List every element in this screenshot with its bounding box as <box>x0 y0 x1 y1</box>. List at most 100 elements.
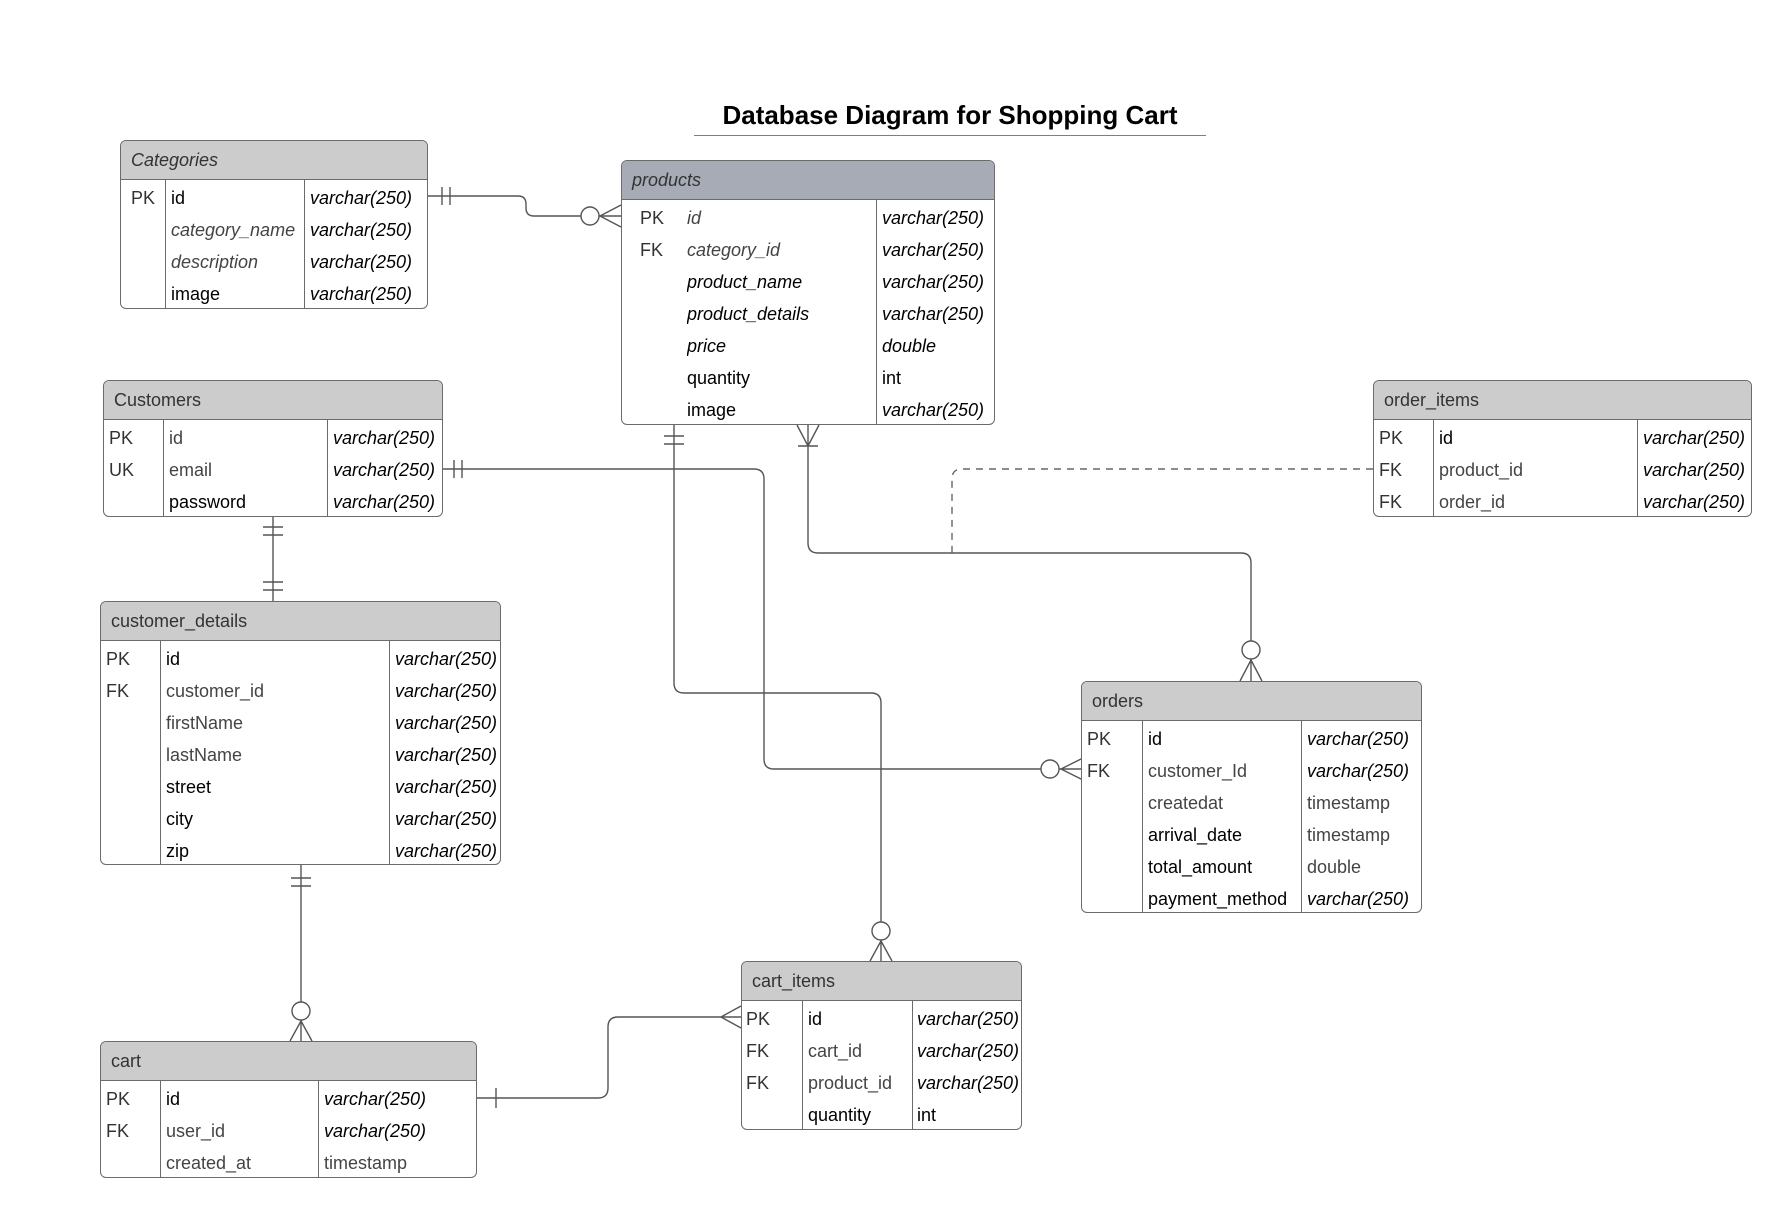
table-header: order_items <box>1374 381 1751 420</box>
type-cell: varchar(250) <box>395 777 498 797</box>
key-cell <box>640 298 676 330</box>
field-cell: customer_Id <box>1148 761 1248 781</box>
type-cell: varchar(250) <box>310 252 413 272</box>
rel-orderitems-dashed <box>951 468 1373 553</box>
key-cell: PK <box>106 649 131 669</box>
type-cell: varchar(250) <box>1307 761 1410 781</box>
type-cell: timestamp <box>1307 793 1391 813</box>
key-cell: FK <box>746 1041 770 1061</box>
table-row: createdat timestamp <box>1082 787 1421 819</box>
key-cell <box>131 278 161 308</box>
key-cell: UK <box>109 460 135 480</box>
type-cell: varchar(250) <box>1643 492 1746 512</box>
field-cell: product_details <box>687 304 810 324</box>
key-cell: FK <box>106 1121 130 1141</box>
table-row: PK id varchar(250) <box>622 202 994 234</box>
table-header: cart_items <box>742 962 1021 1001</box>
table-categories[interactable]: Categories PK id varchar(250) category_n… <box>120 140 428 309</box>
table-row: lastName varchar(250) <box>101 739 500 771</box>
type-cell: varchar(250) <box>395 649 498 669</box>
key-cell <box>106 803 156 835</box>
field-cell: firstName <box>166 713 244 733</box>
key-cell: FK <box>1087 761 1111 781</box>
type-cell: varchar(250) <box>1307 729 1410 749</box>
table-cart-items[interactable]: cart_items PK id varchar(250) FK cart_id… <box>741 961 1022 1130</box>
table-header: Customers <box>104 381 442 420</box>
field-cell: customer_id <box>166 681 265 701</box>
field-cell: email <box>169 460 213 480</box>
rel-cart-cartitems <box>477 1016 741 1099</box>
field-cell: createdat <box>1148 793 1224 813</box>
type-cell: varchar(250) <box>882 304 985 324</box>
table-order-items[interactable]: order_items PK id varchar(250) FK produc… <box>1373 380 1752 517</box>
table-header: products <box>622 161 994 200</box>
table-cart[interactable]: cart PK id varchar(250) FK user_id varch… <box>100 1041 477 1178</box>
field-cell: description <box>171 252 259 272</box>
table-row: street varchar(250) <box>101 771 500 803</box>
table-row: FK customer_id varchar(250) <box>101 675 500 707</box>
table-customers[interactable]: Customers PK id varchar(250) UK email va… <box>103 380 443 517</box>
table-row: FK customer_Id varchar(250) <box>1082 755 1421 787</box>
key-cell: FK <box>1379 492 1403 512</box>
field-cell: product_id <box>1439 460 1524 480</box>
table-row: arrival_date timestamp <box>1082 819 1421 851</box>
field-cell: cart_id <box>808 1041 863 1061</box>
table-row: PK id varchar(250) <box>101 643 500 675</box>
key-cell <box>109 486 159 516</box>
field-cell: created_at <box>166 1153 252 1173</box>
field-cell: product_name <box>687 272 803 292</box>
type-cell: varchar(250) <box>917 1073 1020 1093</box>
key-cell: FK <box>640 240 664 260</box>
table-row: zip varchar(250) <box>101 835 500 864</box>
table-row: price double <box>622 330 994 362</box>
table-row: quantity int <box>622 362 994 394</box>
field-cell: user_id <box>166 1121 226 1141</box>
type-cell: varchar(250) <box>1643 428 1746 448</box>
table-customer-details[interactable]: customer_details PK id varchar(250) FK c… <box>100 601 501 865</box>
key-cell <box>1087 883 1137 912</box>
type-cell: int <box>882 368 902 388</box>
type-cell: varchar(250) <box>395 809 498 829</box>
key-cell <box>131 246 161 278</box>
type-cell: varchar(250) <box>333 492 436 512</box>
table-header: customer_details <box>101 602 500 641</box>
key-cell: PK <box>1379 428 1404 448</box>
key-cell <box>1087 851 1137 883</box>
key-cell <box>106 771 156 803</box>
type-cell: varchar(250) <box>882 208 985 228</box>
field-cell: id <box>169 428 184 448</box>
type-cell: varchar(250) <box>1307 889 1410 909</box>
table-row: FK cart_id varchar(250) <box>742 1035 1021 1067</box>
field-cell: payment_method <box>1148 889 1288 909</box>
type-cell: varchar(250) <box>333 428 436 448</box>
table-row: payment_method varchar(250) <box>1082 883 1421 912</box>
field-cell: password <box>169 492 247 512</box>
key-cell <box>640 330 676 362</box>
key-cell <box>640 362 676 394</box>
type-cell: varchar(250) <box>882 240 985 260</box>
key-cell <box>640 394 676 424</box>
type-cell: varchar(250) <box>310 284 413 304</box>
field-cell: city <box>166 809 193 829</box>
key-cell <box>106 707 156 739</box>
field-cell: arrival_date <box>1148 825 1243 845</box>
rel-products-orders <box>807 425 1252 681</box>
table-products[interactable]: products PK id varchar(250) FK category_… <box>621 160 995 425</box>
table-row: PK id varchar(250) <box>1082 723 1421 755</box>
table-row: PK id varchar(250) <box>742 1003 1021 1035</box>
key-cell: PK <box>109 428 134 448</box>
type-cell: varchar(250) <box>333 460 436 480</box>
table-orders[interactable]: orders PK id varchar(250) FK customer_Id… <box>1081 681 1422 913</box>
field-cell: total_amount <box>1148 857 1253 877</box>
type-cell: int <box>917 1105 937 1125</box>
key-cell <box>131 214 161 246</box>
type-cell: varchar(250) <box>882 400 985 420</box>
field-cell: id <box>1439 428 1454 448</box>
field-cell: category_name <box>171 220 296 240</box>
key-cell: FK <box>106 681 130 701</box>
title-underline <box>694 135 1206 136</box>
type-cell: varchar(250) <box>917 1009 1020 1029</box>
table-row: FK category_id varchar(250) <box>622 234 994 266</box>
rel-products-cartitems <box>673 425 882 961</box>
